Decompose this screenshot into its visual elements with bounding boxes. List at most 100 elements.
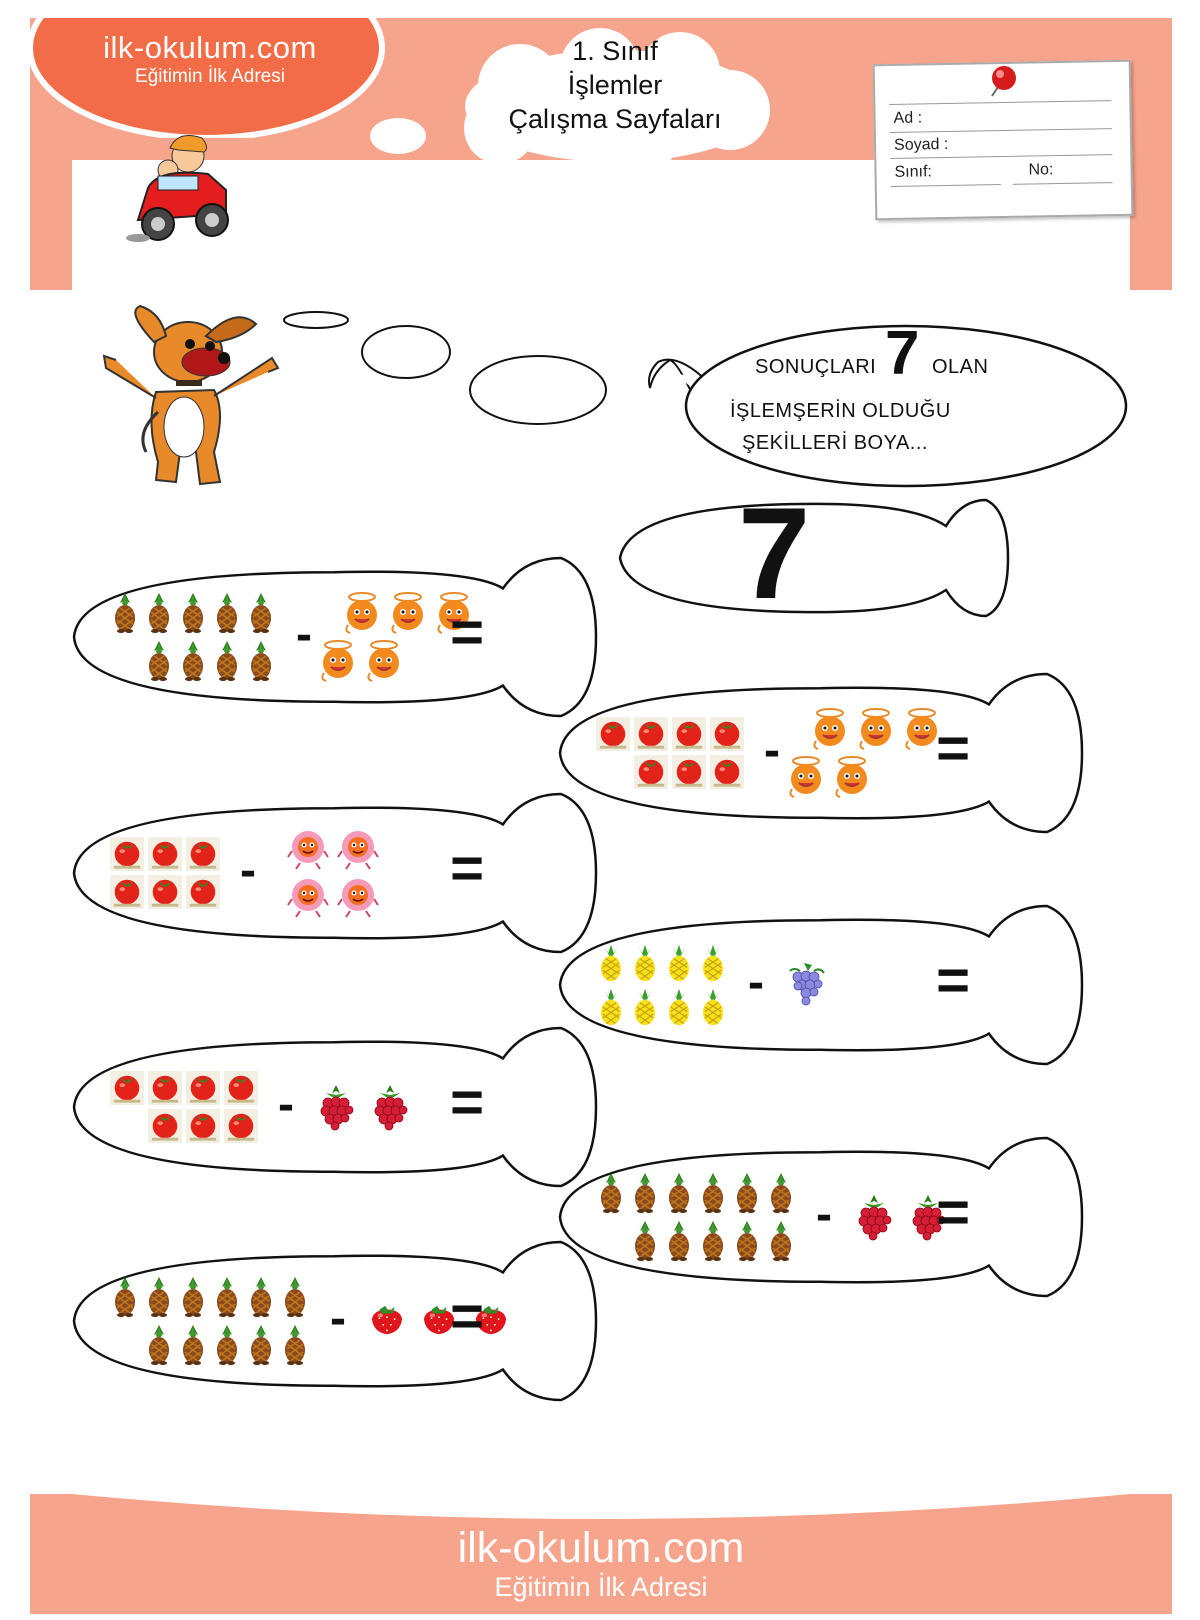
orange-icon <box>789 756 822 798</box>
pineapple-brown-icon <box>770 1172 792 1214</box>
minus-sign: - <box>764 724 780 777</box>
minus-sign: - <box>240 844 256 897</box>
raspberry-icon <box>858 1194 892 1241</box>
exercise-bubble[interactable]: -= <box>556 904 1084 1066</box>
pineapple-brown-icon <box>182 1276 204 1318</box>
pineapple-brown-icon <box>668 1172 690 1214</box>
raspberry-icon <box>374 1084 408 1131</box>
pineapple-brown-icon <box>182 640 204 682</box>
pineapple-brown-icon <box>148 640 170 682</box>
orange-icon <box>835 756 868 798</box>
pineapple-brown-icon <box>668 1220 690 1262</box>
pineapple-brown-icon <box>736 1172 758 1214</box>
number-line[interactable] <box>1012 182 1113 185</box>
instruction-bubble-shape <box>648 324 1128 488</box>
pineapple-brown-icon <box>216 640 238 682</box>
pineapple-brown-icon <box>148 592 170 634</box>
equals-sign: = <box>936 948 971 1013</box>
equals-sign: = <box>936 1180 971 1245</box>
orange-icon <box>321 640 354 682</box>
pink-donut-icon <box>337 878 379 918</box>
instruction-line3: ŞEKİLLERİ BOYA... <box>742 432 928 454</box>
footer-title[interactable]: ilk-okulum.com <box>457 1524 745 1572</box>
exercise-bubble[interactable]: -= <box>556 672 1084 834</box>
tomato-icon <box>224 1109 258 1143</box>
instruction-number: 7 <box>885 319 920 388</box>
pineapple-yellow-icon <box>702 944 724 982</box>
exercise-bubble[interactable]: -= <box>556 1136 1084 1298</box>
surname-line[interactable] <box>890 154 1113 159</box>
pineapple-brown-icon <box>634 1172 656 1214</box>
tomato-icon <box>186 1071 220 1105</box>
tomato-icon <box>110 1071 144 1105</box>
name-label: Ad : <box>893 109 923 127</box>
logo-oval <box>30 18 385 138</box>
pineapple-yellow-icon <box>600 988 622 1026</box>
tomato-icon <box>148 875 182 909</box>
tomato-icon <box>634 717 668 751</box>
logo-title[interactable]: ilk-okulum.com <box>103 30 317 65</box>
minus-sign: - <box>748 956 764 1009</box>
exercise-bubble[interactable]: -= <box>70 1240 598 1402</box>
minus-sign: - <box>816 1188 832 1241</box>
tomato-icon <box>672 717 706 751</box>
title-line-3: Çalışma Sayfaları <box>508 104 722 134</box>
name-line[interactable] <box>889 128 1112 133</box>
pink-donut-icon <box>287 878 329 918</box>
pineapple-yellow-icon <box>634 944 656 982</box>
pineapple-brown-icon <box>216 1276 238 1318</box>
tomato-icon <box>634 755 668 789</box>
tomato-icon <box>186 1109 220 1143</box>
thought-dots <box>231 118 426 226</box>
tomato-icon <box>710 717 744 751</box>
pineapple-brown-icon <box>702 1172 724 1214</box>
equals-sign: = <box>450 1284 485 1349</box>
minus-sign: - <box>330 1292 346 1345</box>
pineapple-brown-icon <box>216 592 238 634</box>
equals-sign: = <box>450 600 485 665</box>
tomato-icon <box>186 837 220 871</box>
pineapple-yellow-icon <box>634 988 656 1026</box>
pineapple-yellow-icon <box>702 988 724 1026</box>
class-line[interactable] <box>890 184 1001 187</box>
pineapple-brown-icon <box>114 592 136 634</box>
pink-donut-icon <box>337 830 379 870</box>
tomato-icon <box>148 1071 182 1105</box>
orange-icon <box>391 592 424 634</box>
pushpin-icon <box>991 66 1016 97</box>
class-label: Sınıf: <box>894 163 933 181</box>
pineapple-brown-icon <box>216 1324 238 1366</box>
pink-donut-icon <box>287 830 329 870</box>
instruction-line2: İŞLEMŞERİN OLDUĞU <box>730 400 951 422</box>
minus-sign: - <box>278 1078 294 1131</box>
pineapple-brown-icon <box>702 1220 724 1262</box>
number-label: No: <box>1028 161 1054 179</box>
pineapple-brown-icon <box>284 1276 306 1318</box>
target-number-bubble-shape <box>618 498 1010 618</box>
exercise-bubble[interactable]: -= <box>70 792 598 954</box>
footer-subtitle: Eğitimin İlk Adresi <box>494 1572 708 1602</box>
tomato-icon <box>148 837 182 871</box>
pineapple-brown-icon <box>250 640 272 682</box>
surname-label: Soyad : <box>893 135 949 154</box>
pineapple-brown-icon <box>148 1324 170 1366</box>
pineapple-brown-icon <box>600 1172 622 1214</box>
tomato-icon <box>596 717 630 751</box>
equals-sign: = <box>450 1070 485 1135</box>
instruction-line1-a: SONUÇLARI <box>755 356 877 378</box>
tomato-icon <box>710 755 744 789</box>
exercise-bubble[interactable]: -= <box>70 1026 598 1188</box>
title-cloud-shape <box>464 28 770 178</box>
tomato-icon <box>110 875 144 909</box>
exercise-bubble[interactable]: -= <box>70 556 598 718</box>
minus-sign: - <box>296 608 312 661</box>
exercise-bubble-shape <box>72 792 598 954</box>
exercise-bubble-shape <box>558 1136 1084 1298</box>
tomato-icon <box>148 1109 182 1143</box>
pineapple-yellow-icon <box>668 988 690 1026</box>
orange-icon <box>345 592 378 634</box>
page-title: 1. Sınıf İşlemler Çalışma Sayfaları <box>445 34 785 174</box>
pineapple-brown-icon <box>634 1220 656 1262</box>
tomato-icon <box>186 875 220 909</box>
pineapple-brown-icon <box>114 1276 136 1318</box>
